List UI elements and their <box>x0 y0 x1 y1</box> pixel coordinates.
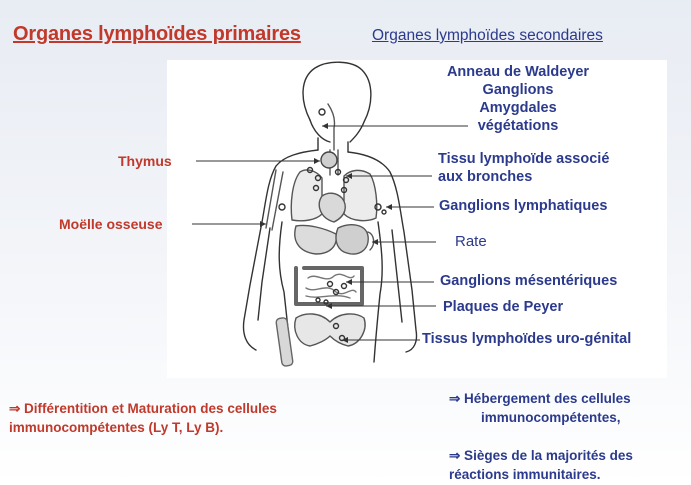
label-waldeyer: Anneau de Waldeyer <box>432 63 604 81</box>
label-waldeyer-group: Anneau de Waldeyer Ganglions Amygdales v… <box>432 63 604 135</box>
bottom-text-secondary-2: ⇒ Sièges de la majorités des réactions i… <box>449 446 633 484</box>
arrowhead-ganglions-lymph <box>386 204 392 210</box>
label-ganglions: Ganglions <box>432 81 604 99</box>
bottom-right1-line2: immunocompétentes, <box>449 408 631 427</box>
left-lung <box>291 170 322 221</box>
arrowhead-thymus <box>314 158 320 164</box>
head-outline <box>303 62 371 142</box>
axillary-node <box>279 204 285 210</box>
label-plaques-peyer: Plaques de Peyer <box>443 299 563 315</box>
arrowhead-ganglions-mes <box>346 279 352 285</box>
stomach <box>336 225 368 254</box>
arrowhead-waldeyer <box>322 123 328 129</box>
bottom-text-primary: ⇒ Différentition et Maturation des cellu… <box>9 399 277 437</box>
bottom-right2-line2: réactions immunitaires. <box>449 465 633 484</box>
bottom-left-line1: ⇒ Différentition et Maturation des cellu… <box>9 399 277 418</box>
tonsil-node <box>319 109 325 115</box>
axillary-node <box>382 210 386 214</box>
pharynx <box>328 104 335 150</box>
mesenteric-node <box>342 284 347 289</box>
label-bronches-line1: Tissu lymphoïde associé <box>438 150 609 168</box>
bottom-left-line2: immunocompétentes (Ly T, Ly B). <box>9 418 277 437</box>
label-uro-genital: Tissus lymphoïdes uro-génital <box>422 331 631 347</box>
neck-outline <box>318 138 348 152</box>
label-vegetations: végétations <box>432 117 604 135</box>
title-primary: Organes lymphoïdes primaires <box>13 23 301 46</box>
right-lung <box>344 170 377 220</box>
liver <box>295 225 336 254</box>
heart <box>319 193 345 222</box>
label-ganglions-mesenteriques: Ganglions mésentériques <box>440 273 617 289</box>
femur-bone <box>276 317 294 366</box>
bottom-text-secondary-1: ⇒ Hébergement des cellules immunocompéte… <box>449 389 631 427</box>
mesenteric-node <box>328 282 333 287</box>
thymus-organ <box>321 152 337 168</box>
label-rate: Rate <box>455 233 487 250</box>
label-bronches-group: Tissu lymphoïde associé aux bronches <box>438 150 609 186</box>
inner-arm-left <box>258 228 270 320</box>
arrowhead-moelle <box>260 221 266 227</box>
bottom-right1-line1: ⇒ Hébergement des cellules <box>449 389 631 408</box>
label-moelle-osseuse: Moëlle osseuse <box>59 216 163 232</box>
label-amygdales: Amygdales <box>432 99 604 117</box>
pelvis <box>295 314 365 346</box>
face-outline <box>310 120 330 142</box>
peyer-node <box>316 298 320 302</box>
inner-arm-right <box>392 230 402 322</box>
label-bronches-line2: aux bronches <box>438 168 609 186</box>
humerus-bone <box>266 170 283 230</box>
title-secondary: Organes lymphoïdes secondaires <box>372 27 603 45</box>
bottom-right2-line1: ⇒ Sièges de la majorités des <box>449 446 633 465</box>
label-thymus: Thymus <box>118 153 172 169</box>
label-ganglions-lymphatiques: Ganglions lymphatiques <box>439 198 607 214</box>
